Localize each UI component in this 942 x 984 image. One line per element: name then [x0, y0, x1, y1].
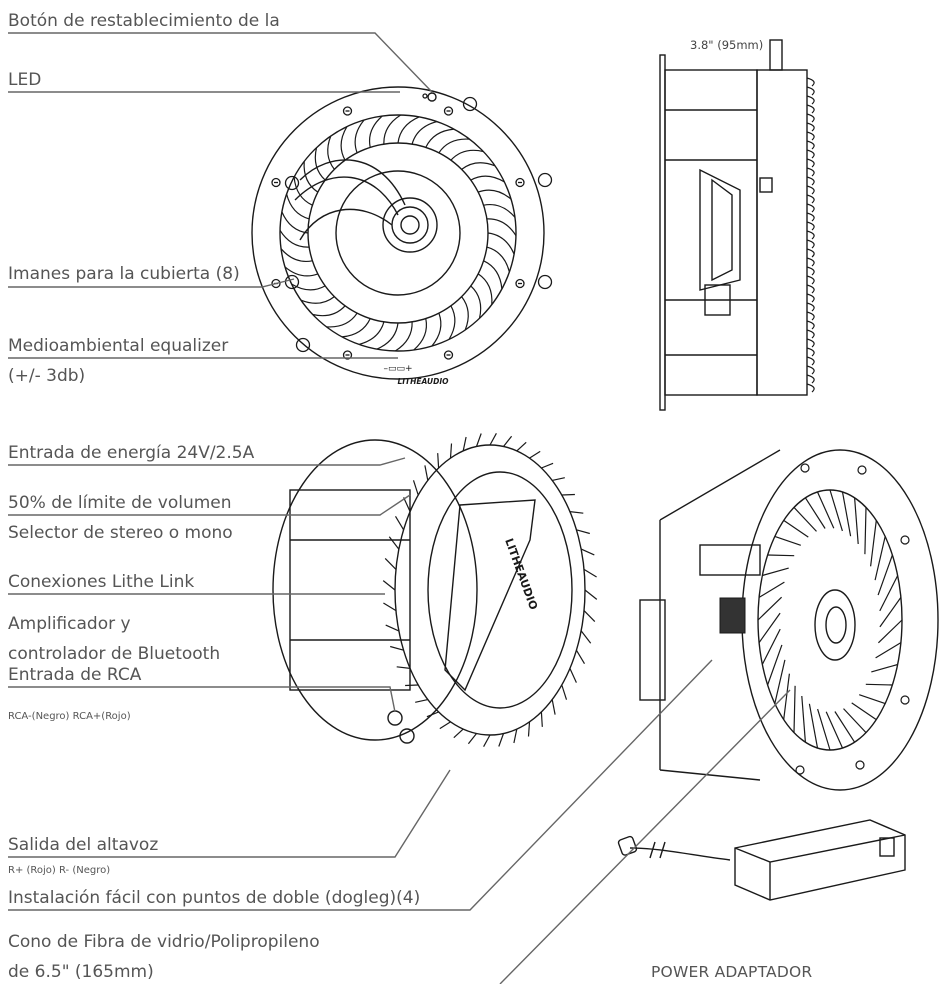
- led-label: LED: [8, 70, 42, 90]
- magnets-label: Imanes para la cubierta (8): [8, 264, 240, 284]
- leader-lines: [8, 32, 791, 984]
- power-input-label: Entrada de energía 24V/2.5A: [8, 443, 255, 463]
- dogleg-label: Instalación fácil con puntos de doble (d…: [8, 888, 421, 908]
- brand-logo-rear: LITHEAUDIO: [502, 537, 540, 612]
- speaker-front-view: –▭▭+ LITHEAUDIO: [251, 86, 553, 386]
- cone-label-line2: de 6.5" (165mm): [8, 962, 154, 982]
- amplifier-label-line2: controlador de Bluetooth: [8, 644, 221, 664]
- amplifier-label-line1: Amplificador y: [8, 614, 131, 634]
- power-adapter-caption: POWER ADAPTADOR: [651, 963, 813, 981]
- speaker-angled-view: [639, 449, 939, 791]
- eq-title-label: Medioambiental equalizer: [8, 336, 229, 356]
- eq-range-label: (+/- 3db): [8, 366, 86, 386]
- power-adapter-illustration: [617, 819, 906, 901]
- stereo-mono-label: Selector de stereo o mono: [8, 523, 233, 543]
- cone-label-line1: Cono de Fibra de vidrio/Polipropileno: [8, 932, 320, 952]
- volume-limit-label: 50% de límite de volumen: [8, 493, 232, 513]
- rca-polarity-label: RCA-(Negro) RCA+(Rojo): [8, 711, 131, 722]
- speaker-output-label: Salida del altavoz: [8, 835, 159, 855]
- lithe-link-label: Conexiones Lithe Link: [8, 572, 195, 592]
- speaker-polarity-label: R+ (Rojo) R- (Negro): [8, 865, 111, 876]
- eq-switch-label: –▭▭+: [383, 364, 412, 374]
- brand-logo: LITHEAUDIO: [397, 377, 449, 386]
- speaker-side-view: [659, 39, 815, 411]
- reset-button-label: Botón de restablecimiento de la: [8, 11, 280, 31]
- rca-input-label: Entrada de RCA: [8, 665, 142, 685]
- speaker-rear-view: LITHEAUDIO: [272, 433, 598, 747]
- depth-dimension-label: 3.8" (95mm): [690, 38, 764, 52]
